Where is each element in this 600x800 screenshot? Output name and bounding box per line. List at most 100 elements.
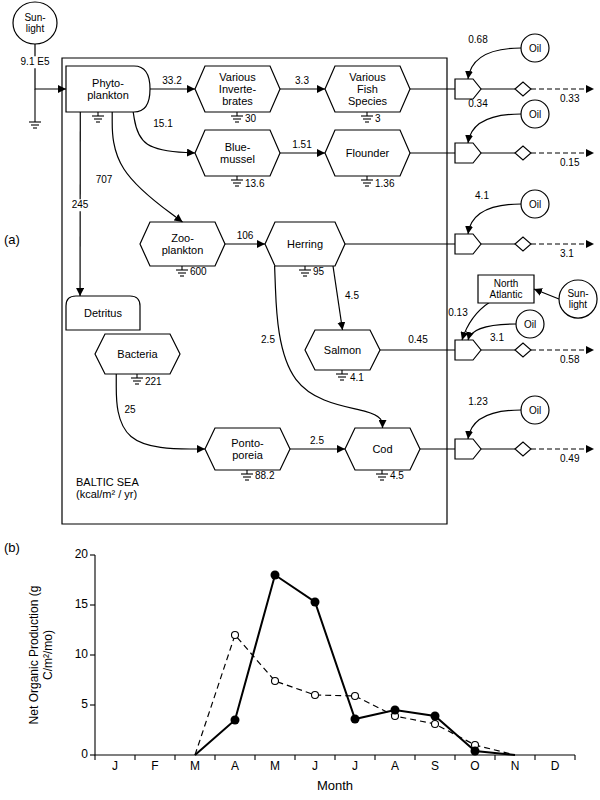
node-label: Cod — [372, 443, 392, 455]
flow-arrow — [116, 374, 205, 449]
heat-sink — [378, 476, 386, 477]
flow-arrow — [280, 152, 325, 153]
flow-arrow — [333, 266, 343, 330]
month-label: F — [151, 760, 158, 774]
data-point — [391, 706, 400, 715]
energy-source: Oil — [516, 310, 544, 338]
flow-arrow — [275, 266, 383, 428]
data-point — [311, 598, 320, 607]
tick-label: 20 — [75, 548, 88, 562]
loss-value: 30 — [245, 113, 256, 125]
harvest-line — [420, 448, 455, 449]
flow-value: 0.34 — [468, 98, 487, 110]
heat-sink — [303, 275, 307, 276]
data-point — [232, 632, 239, 639]
flow-arrow — [133, 112, 195, 153]
data-point — [432, 721, 439, 728]
data-point — [431, 712, 440, 721]
output-arrow — [531, 349, 594, 350]
system-boundary: BALTIC SEA (kcal/m² / yr)Phyto- plankton… — [62, 58, 447, 524]
heat-sink — [178, 272, 186, 273]
axis-tick — [254, 755, 255, 760]
energy-source: Sun- light — [559, 280, 597, 318]
heat-sink — [338, 376, 346, 377]
consumer-hexagon: Zoo- plankton — [140, 222, 225, 266]
flow-value: 25 — [123, 404, 136, 416]
flow-value: 0.68 — [468, 34, 487, 46]
exchange-diamond — [515, 82, 531, 96]
month-label: J — [352, 760, 358, 774]
node-label: North Atlantic — [484, 278, 528, 300]
flow-value: 707 — [95, 174, 114, 186]
flow-value: 1.51 — [291, 139, 312, 151]
flow-value: 0.49 — [560, 453, 579, 465]
heat-sink — [231, 115, 243, 116]
panel-letter: (a) — [4, 233, 20, 248]
heat-sink — [133, 380, 141, 381]
heat-sink — [131, 377, 143, 378]
flow-value: 0.33 — [560, 93, 579, 105]
axis-tick — [294, 755, 295, 760]
loss-value: 88.2 — [255, 470, 274, 482]
producer-box: Phyto- plankton — [66, 66, 150, 112]
axis-tick — [414, 755, 415, 760]
axis-tick — [90, 554, 95, 555]
axis-tick — [334, 755, 335, 760]
flow-value: 106 — [236, 230, 255, 242]
loss-value: 4.1 — [350, 372, 364, 384]
axis-title: Net Organic Production (g C/m²/mo) — [28, 580, 56, 730]
node-label: Ponto- poreia — [228, 437, 268, 461]
exchange-diamond — [515, 343, 531, 357]
heat-sink — [236, 176, 237, 180]
heat-sink — [135, 383, 139, 384]
flow-value: 245 — [71, 199, 90, 211]
month-label: D — [551, 760, 560, 774]
flow-value: 0.45 — [408, 334, 427, 346]
flow-arrow — [290, 448, 345, 449]
heat-sink — [181, 266, 182, 270]
heat-sink — [29, 121, 41, 122]
consumer-hexagon: Bacteria — [95, 334, 180, 374]
loss-value: 95 — [313, 266, 324, 278]
consumer-hexagon: Salmon — [305, 330, 380, 370]
consumer-hexagon: Herring — [265, 222, 345, 266]
heat-sink — [176, 269, 188, 270]
fuel-input — [468, 114, 521, 143]
flow-value: 2.5 — [260, 334, 276, 346]
data-point — [471, 747, 480, 756]
heat-sink — [243, 476, 251, 477]
heat-sink — [231, 179, 243, 180]
consumer-hexagon: Cod — [345, 428, 420, 470]
flow-arrow — [225, 243, 265, 244]
heat-sink — [241, 473, 253, 474]
node-label: Flounder — [346, 147, 389, 159]
heat-sink — [381, 470, 382, 474]
heat-sink — [304, 266, 305, 270]
loss-value: 221 — [145, 376, 162, 388]
output-line — [481, 349, 515, 350]
heat-sink — [336, 373, 348, 374]
flow-arrow — [534, 289, 559, 299]
heat-sink — [365, 185, 369, 186]
harvest-line — [380, 349, 455, 350]
axis-tick — [214, 755, 215, 760]
loss-value: 1.36 — [375, 178, 394, 190]
output-line — [481, 448, 515, 449]
data-point — [351, 715, 360, 724]
heat-sink — [233, 182, 241, 183]
axis-tick — [90, 704, 95, 705]
heat-sink — [31, 124, 39, 125]
output-line — [481, 243, 515, 244]
heat-sink — [341, 370, 342, 374]
harvest-line — [410, 152, 455, 153]
heat-sink — [366, 176, 367, 180]
flow-value: 3.3 — [294, 75, 310, 87]
flow-value: 0.58 — [560, 354, 579, 366]
flow-value: 0.15 — [560, 157, 579, 169]
node-label: Zoo- plankton — [158, 232, 208, 256]
fuel-input — [468, 204, 521, 234]
node-label: Oil — [529, 199, 541, 210]
heat-sink — [235, 185, 239, 186]
